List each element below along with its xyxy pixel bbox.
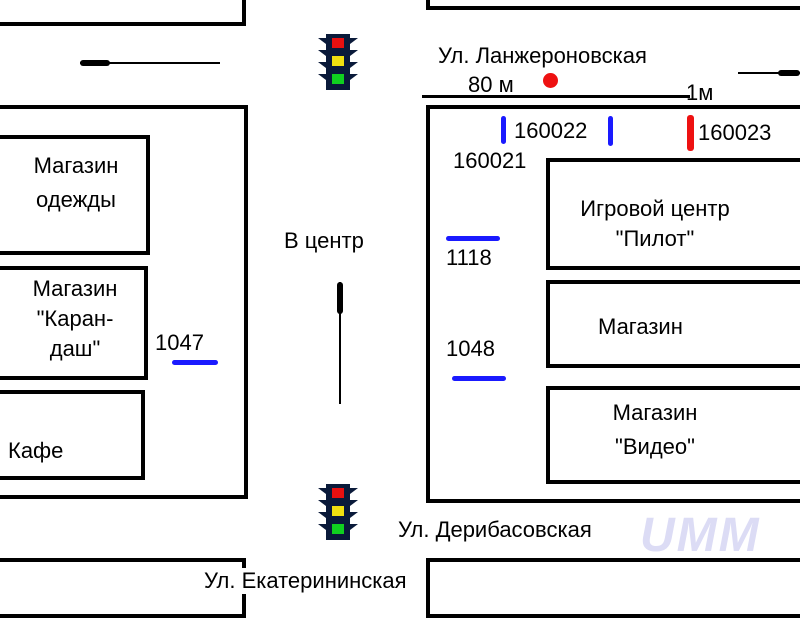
shop-cafe: Кафе <box>0 390 145 480</box>
sensor-1047-label: 1047 <box>155 330 204 355</box>
street-deribasovskaya: Ул. Дерибасовская <box>398 517 592 542</box>
arrow-center <box>339 282 341 404</box>
shop-game-center: Игровой центр "Пилот" <box>546 158 800 270</box>
block-top-right <box>426 0 800 10</box>
street-langeronovskaya: Ул. Ланжероновская <box>438 43 647 68</box>
sensor-1048-bar[interactable] <box>452 376 506 381</box>
arrow-left-top <box>80 62 220 64</box>
shop-video: Магазин "Видео" <box>546 386 800 484</box>
shop-game-line2: "Пилот" <box>615 226 695 251</box>
stop-marker-red-dot <box>543 73 558 88</box>
sensor-1047-bar[interactable] <box>172 360 218 365</box>
sensor-160021-bar[interactable] <box>501 116 506 144</box>
shop-karandash-line1: Магазин <box>32 276 118 301</box>
shop-clothes-line2: одежды <box>36 187 116 212</box>
street-ekaterininskaya: Ул. Екатерининская <box>204 568 407 594</box>
shop-video-line2: "Видео" <box>615 434 695 459</box>
watermark: UMM <box>640 509 761 562</box>
sensor-160023-label: 160023 <box>698 120 772 145</box>
shop-store: Магазин <box>546 280 800 368</box>
shop-karandash-line3: даш" <box>49 336 101 361</box>
sensor-1118-label: 1118 <box>446 245 492 270</box>
sensor-1048-label: 1048 <box>446 336 495 361</box>
sensor-160022-label: 160022 <box>514 118 588 143</box>
distance-line <box>422 95 690 98</box>
traffic-light-icon <box>318 484 358 540</box>
shop-game-line1: Игровой центр <box>580 196 730 221</box>
shop-cafe-label: Кафе <box>8 438 64 463</box>
shop-karandash: Магазин "Каран-даш" <box>0 266 148 380</box>
traffic-light-icon <box>318 34 358 90</box>
arrow-right-top <box>738 72 800 74</box>
block-bottom-right <box>426 558 800 618</box>
arrow-right-top-head <box>778 70 800 76</box>
sensor-160022-bar[interactable] <box>608 116 613 146</box>
shop-karandash-line2: "Каран- <box>36 306 114 331</box>
distance-80m: 80 м <box>468 72 514 97</box>
arrow-center-head <box>337 282 343 314</box>
sensor-160021-label: 160021 <box>453 148 527 173</box>
direction-label: В центр <box>284 228 364 253</box>
shop-video-line1: Магазин <box>612 400 698 425</box>
shop-clothes: Магазин одежды <box>0 135 150 255</box>
sensor-1118-bar[interactable] <box>446 236 500 241</box>
arrow-left-top-head <box>80 60 110 66</box>
shop-store-label: Магазин <box>598 314 683 339</box>
shop-clothes-line1: Магазин <box>33 153 119 178</box>
sensor-160023-bar[interactable] <box>687 115 694 151</box>
distance-1m: 1м <box>686 80 714 105</box>
block-top-left <box>0 0 246 26</box>
